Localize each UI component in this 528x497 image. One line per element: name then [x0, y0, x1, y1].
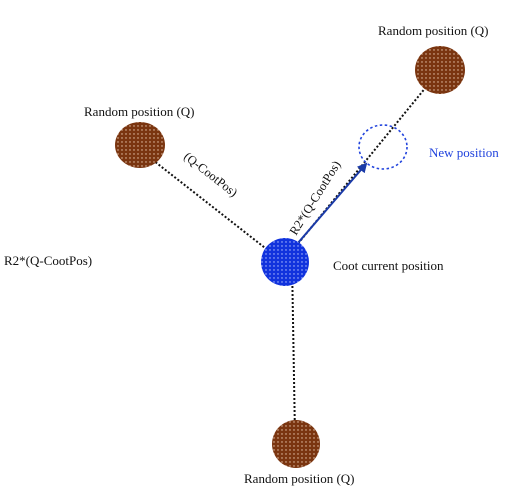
label-random-top-left: Random position (Q) — [84, 104, 195, 119]
random-node-top-left — [115, 122, 165, 168]
random-node-bottom — [272, 420, 320, 468]
connector-coot-to-bottom — [291, 261, 296, 437]
new-position-marker — [358, 124, 408, 170]
label-random-bottom: Random position (Q) — [244, 471, 355, 486]
label-vector-left: (Q-CootPos) — [181, 149, 240, 199]
label-new-position: New position — [429, 145, 499, 160]
label-vector-right: R2*(Q-CootPos) — [287, 158, 344, 237]
random-node-top-right — [415, 46, 465, 94]
label-random-top-right: Random position (Q) — [378, 23, 489, 38]
label-coot-current: Coot current position — [333, 258, 444, 273]
label-left-formula: R2*(Q-CootPos) — [4, 253, 92, 268]
coot-node — [261, 238, 309, 286]
